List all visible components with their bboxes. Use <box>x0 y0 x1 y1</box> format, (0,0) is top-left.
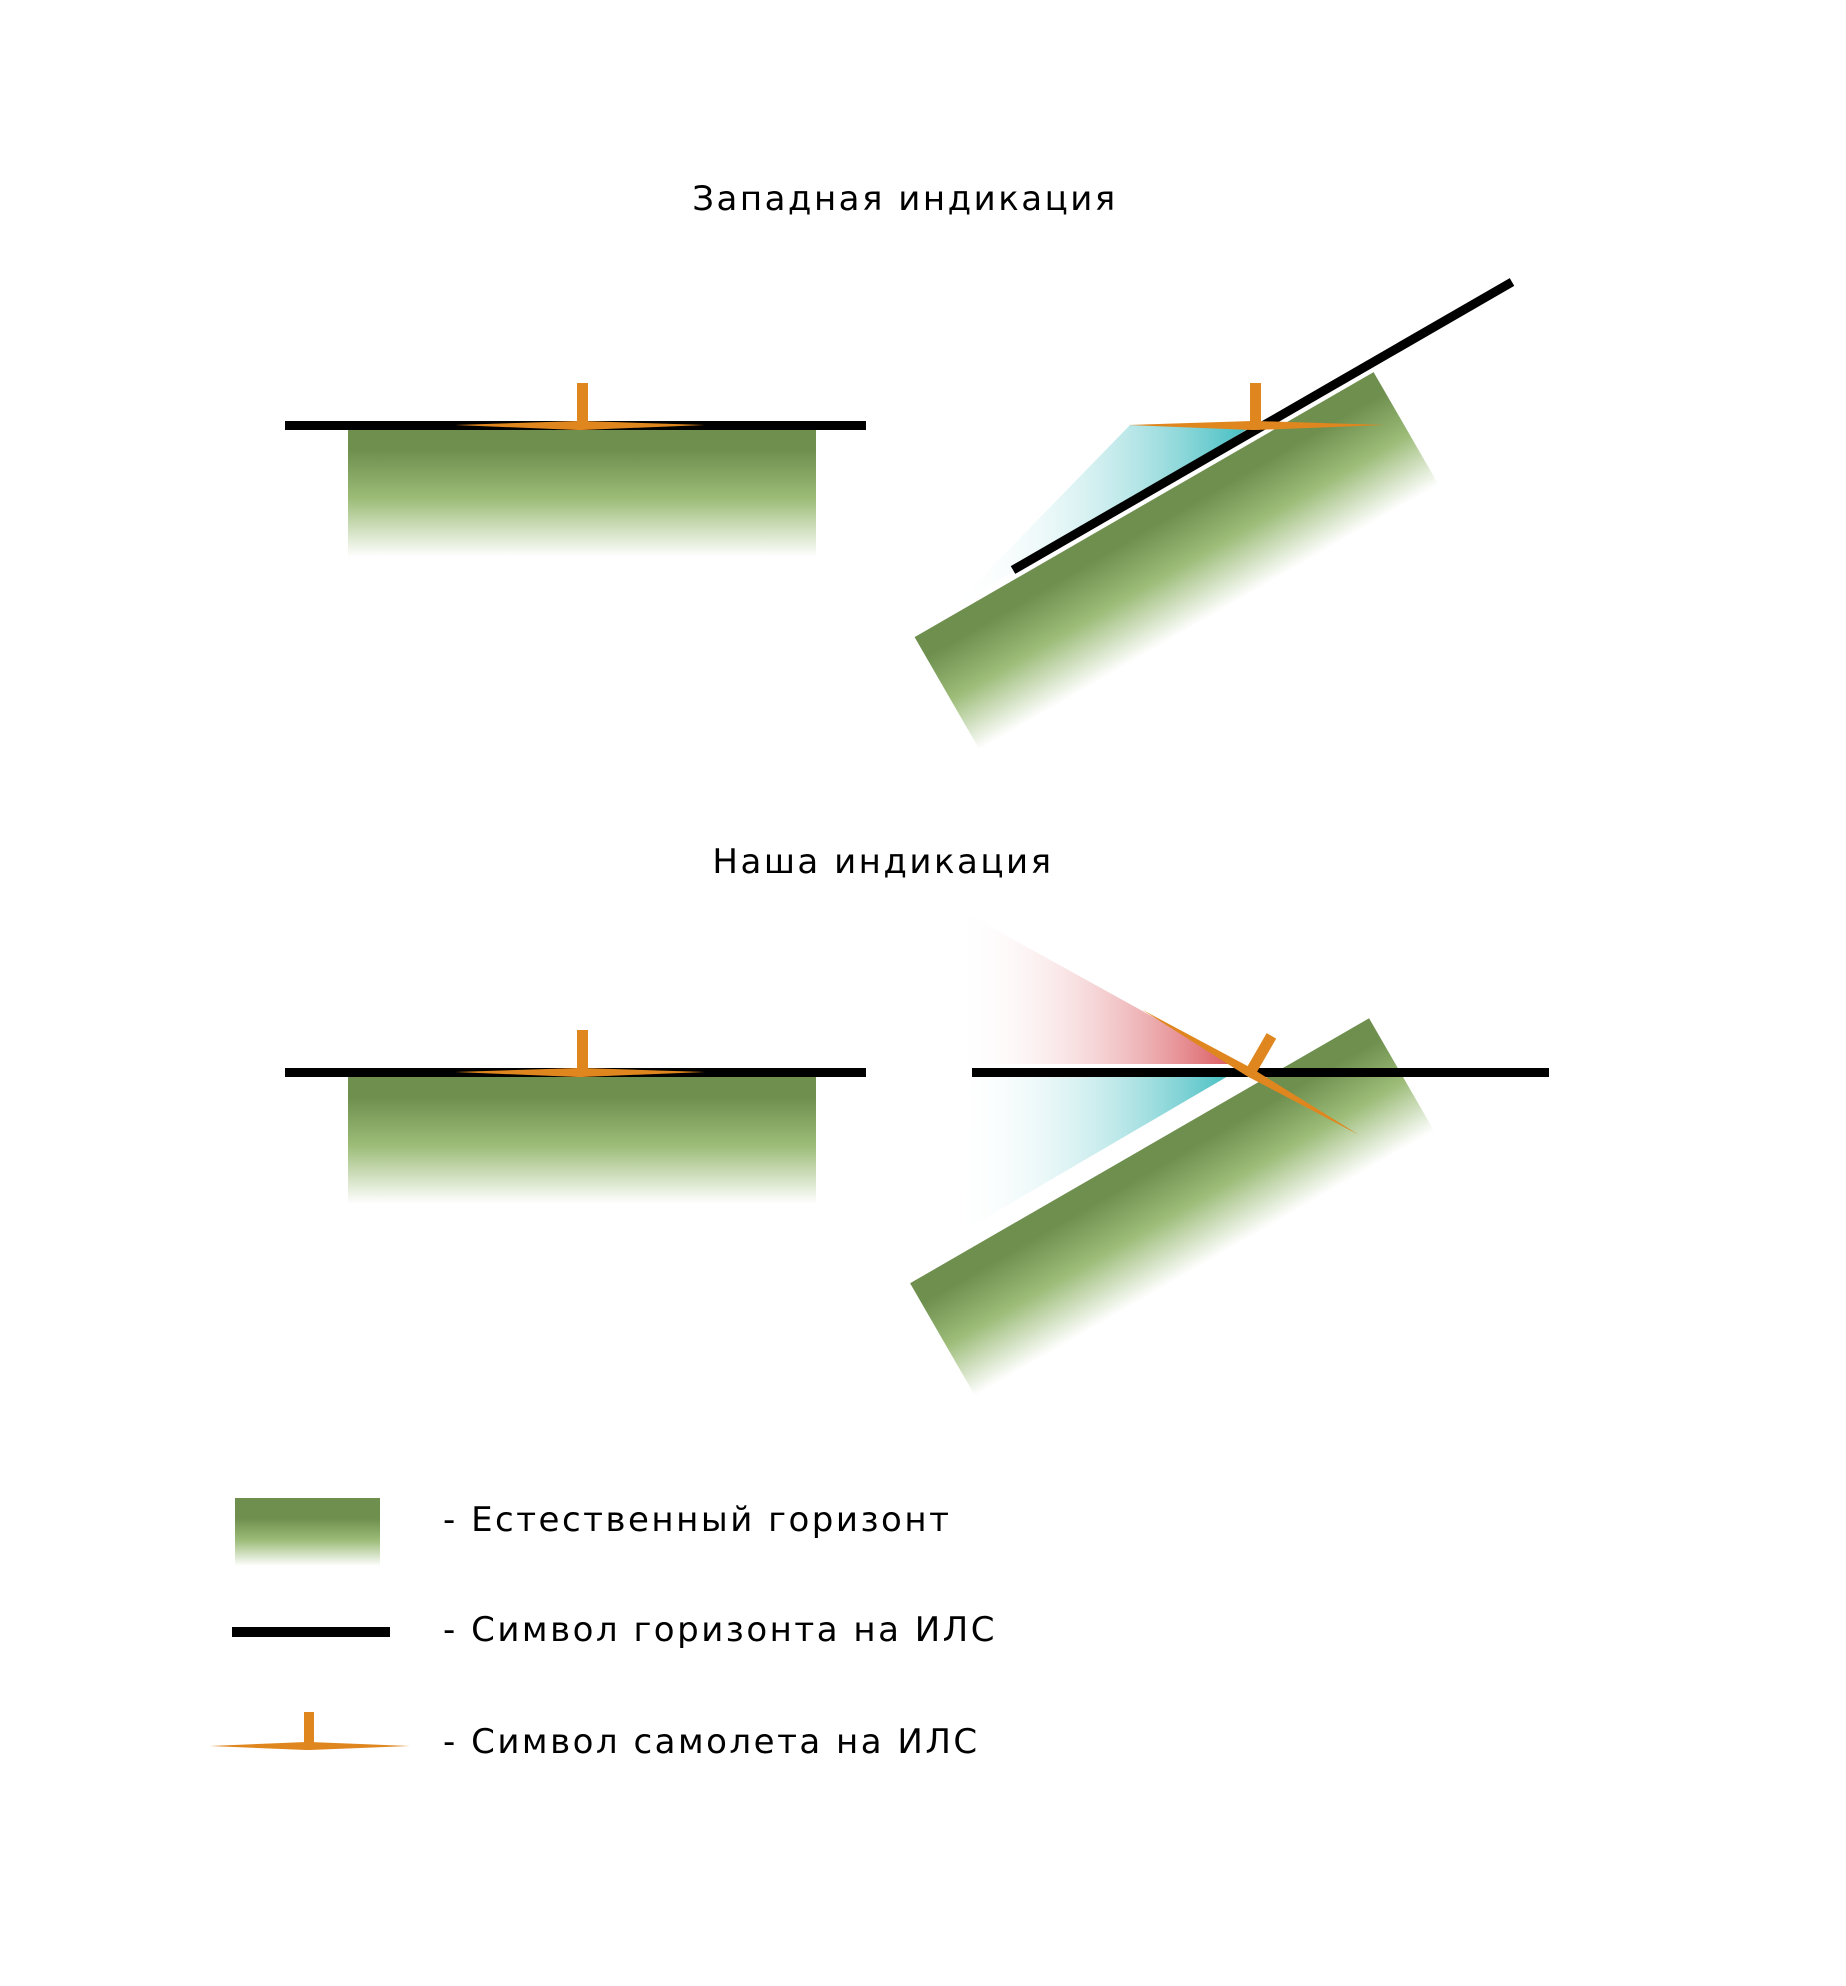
bank-angle-indicator-cyan <box>965 1072 1235 1230</box>
legend-text-natural-horizon: - Естественный горизонт <box>443 1500 951 1540</box>
hud-horizon-line <box>972 1068 1549 1077</box>
natural-horizon <box>910 1018 1435 1396</box>
western-title: Западная индикация <box>692 179 1118 219</box>
aircraft-symbol <box>1141 1009 1359 1135</box>
legend: - Естественный горизонт - Символ горизон… <box>210 1498 997 1762</box>
aircraft-symbol <box>455 383 705 430</box>
natural-horizon-swatch <box>235 1498 380 1566</box>
western-bank-panel <box>914 278 1515 750</box>
hud-horizon-line-swatch <box>232 1627 390 1637</box>
legend-item-aircraft-symbol: - Символ самолета на ИЛС <box>210 1712 980 1762</box>
legend-item-hud-horizon: - Символ горизонта на ИЛС <box>232 1610 997 1650</box>
natural-horizon <box>348 427 816 557</box>
western-level-panel <box>285 383 866 557</box>
legend-text-hud-horizon: - Символ горизонта на ИЛС <box>443 1610 997 1650</box>
aircraft-symbol <box>1128 383 1385 430</box>
legend-text-aircraft-symbol: - Символ самолета на ИЛС <box>443 1722 980 1762</box>
natural-horizon <box>914 372 1439 750</box>
legend-item-natural-horizon: - Естественный горизонт <box>235 1498 951 1566</box>
ours-title: Наша индикация <box>712 842 1053 882</box>
ours-bank-panel <box>910 910 1549 1396</box>
natural-horizon <box>348 1074 816 1204</box>
ours-level-panel <box>285 1030 866 1204</box>
aircraft-symbol <box>455 1030 705 1077</box>
